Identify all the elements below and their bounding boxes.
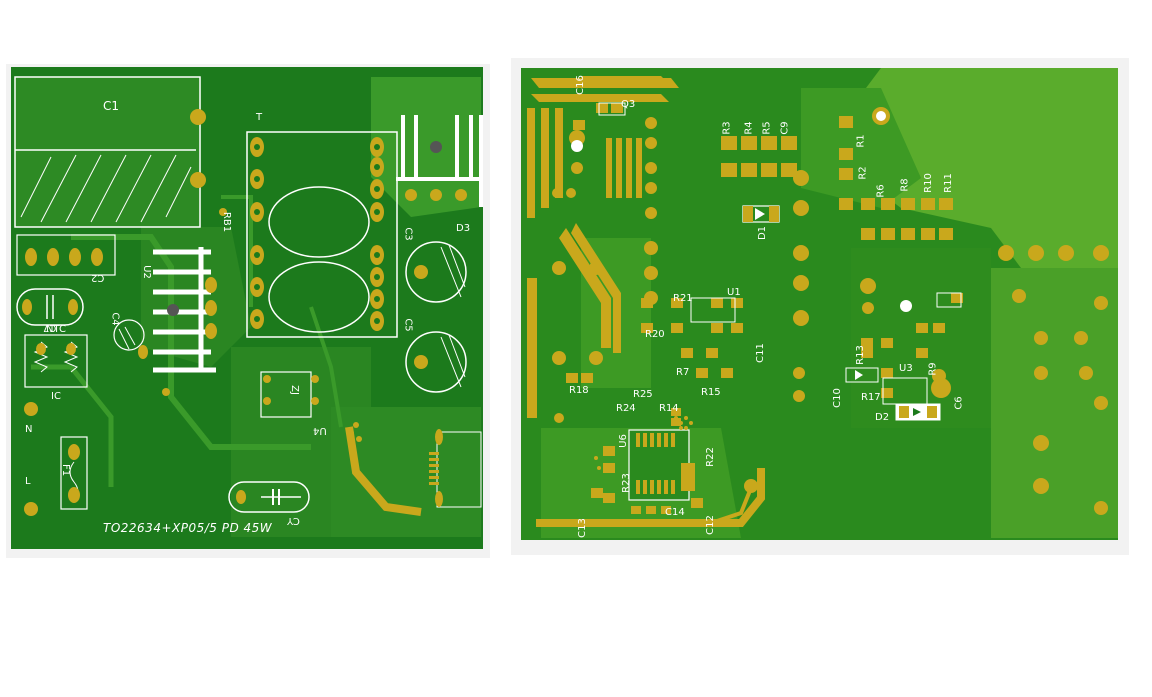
label-cy: CY [287, 515, 300, 526]
label-c5: C5 [402, 318, 414, 332]
label-c13: C13 [576, 518, 588, 538]
label-u2: U2 [140, 265, 152, 279]
label-r24: R24 [616, 403, 636, 414]
label-r20: R20 [645, 329, 665, 340]
label-q3: Q3 [621, 99, 636, 110]
label-c10: C10 [831, 388, 843, 408]
label-r23: R23 [620, 473, 632, 493]
label-c2: C2 [91, 272, 105, 283]
label-r15: R15 [701, 387, 721, 398]
label-r11: R11 [942, 173, 954, 193]
left-pcb-artwork [14, 76, 483, 537]
label-n: N [25, 424, 33, 435]
label-d1: D1 [757, 225, 769, 241]
label-u6: U6 [617, 434, 629, 448]
label-r14: R14 [659, 403, 679, 414]
label-zj: ZJ [288, 385, 300, 395]
label-c9: C9 [779, 121, 791, 135]
label-c14: C14 [665, 507, 685, 518]
label-u1: U1 [727, 287, 741, 298]
label-f1: F1 [60, 463, 72, 477]
label-c12: C12 [704, 515, 716, 535]
label-d3: D3 [456, 223, 471, 234]
label-r25: R25 [633, 389, 653, 400]
right-pcb-artwork [527, 68, 1118, 538]
label-u4: U4 [313, 425, 327, 436]
label-rb1: RB1 [221, 211, 233, 233]
label-r5: R5 [761, 121, 773, 135]
label-r22: R22 [704, 447, 716, 467]
label-c6: C6 [953, 396, 965, 410]
label-c1: C1 [103, 99, 120, 113]
label-r13: R13 [854, 345, 866, 365]
label-l: L [25, 476, 31, 487]
left-pcb-board: C1 T U2 C4 D3 C3 C2 C5 C7 NTC N L F1 IC … [11, 67, 483, 549]
label-r3: R3 [721, 121, 733, 135]
label-r7: R7 [676, 367, 690, 378]
right-pcb-board: C16 Q3 R3 R4 R5 C9 D1 R1 R2 R6 R8 R10 R1… [521, 68, 1118, 540]
label-r8: R8 [899, 178, 911, 192]
label-r10: R10 [922, 173, 934, 193]
label-r18: R18 [569, 385, 589, 396]
label-r6: R6 [875, 184, 887, 198]
label-ntc: NTC [46, 324, 66, 335]
label-ic: IC [51, 391, 61, 402]
label-r21: R21 [673, 293, 693, 304]
board-title: TO22634+XP05/5 PD 45W [103, 521, 273, 535]
label-r17: R17 [861, 392, 881, 403]
label-t: T [256, 112, 263, 123]
label-c3: C3 [402, 227, 414, 241]
label-r4: R4 [743, 121, 755, 135]
label-r9: R9 [927, 362, 939, 376]
label-c4: C4 [109, 312, 121, 326]
label-c16: C16 [574, 75, 586, 95]
label-r2: R2 [857, 166, 869, 180]
label-d2: D2 [875, 412, 890, 423]
label-r1: R1 [855, 134, 867, 148]
label-u3: U3 [899, 363, 913, 374]
label-c11: C11 [754, 343, 766, 363]
